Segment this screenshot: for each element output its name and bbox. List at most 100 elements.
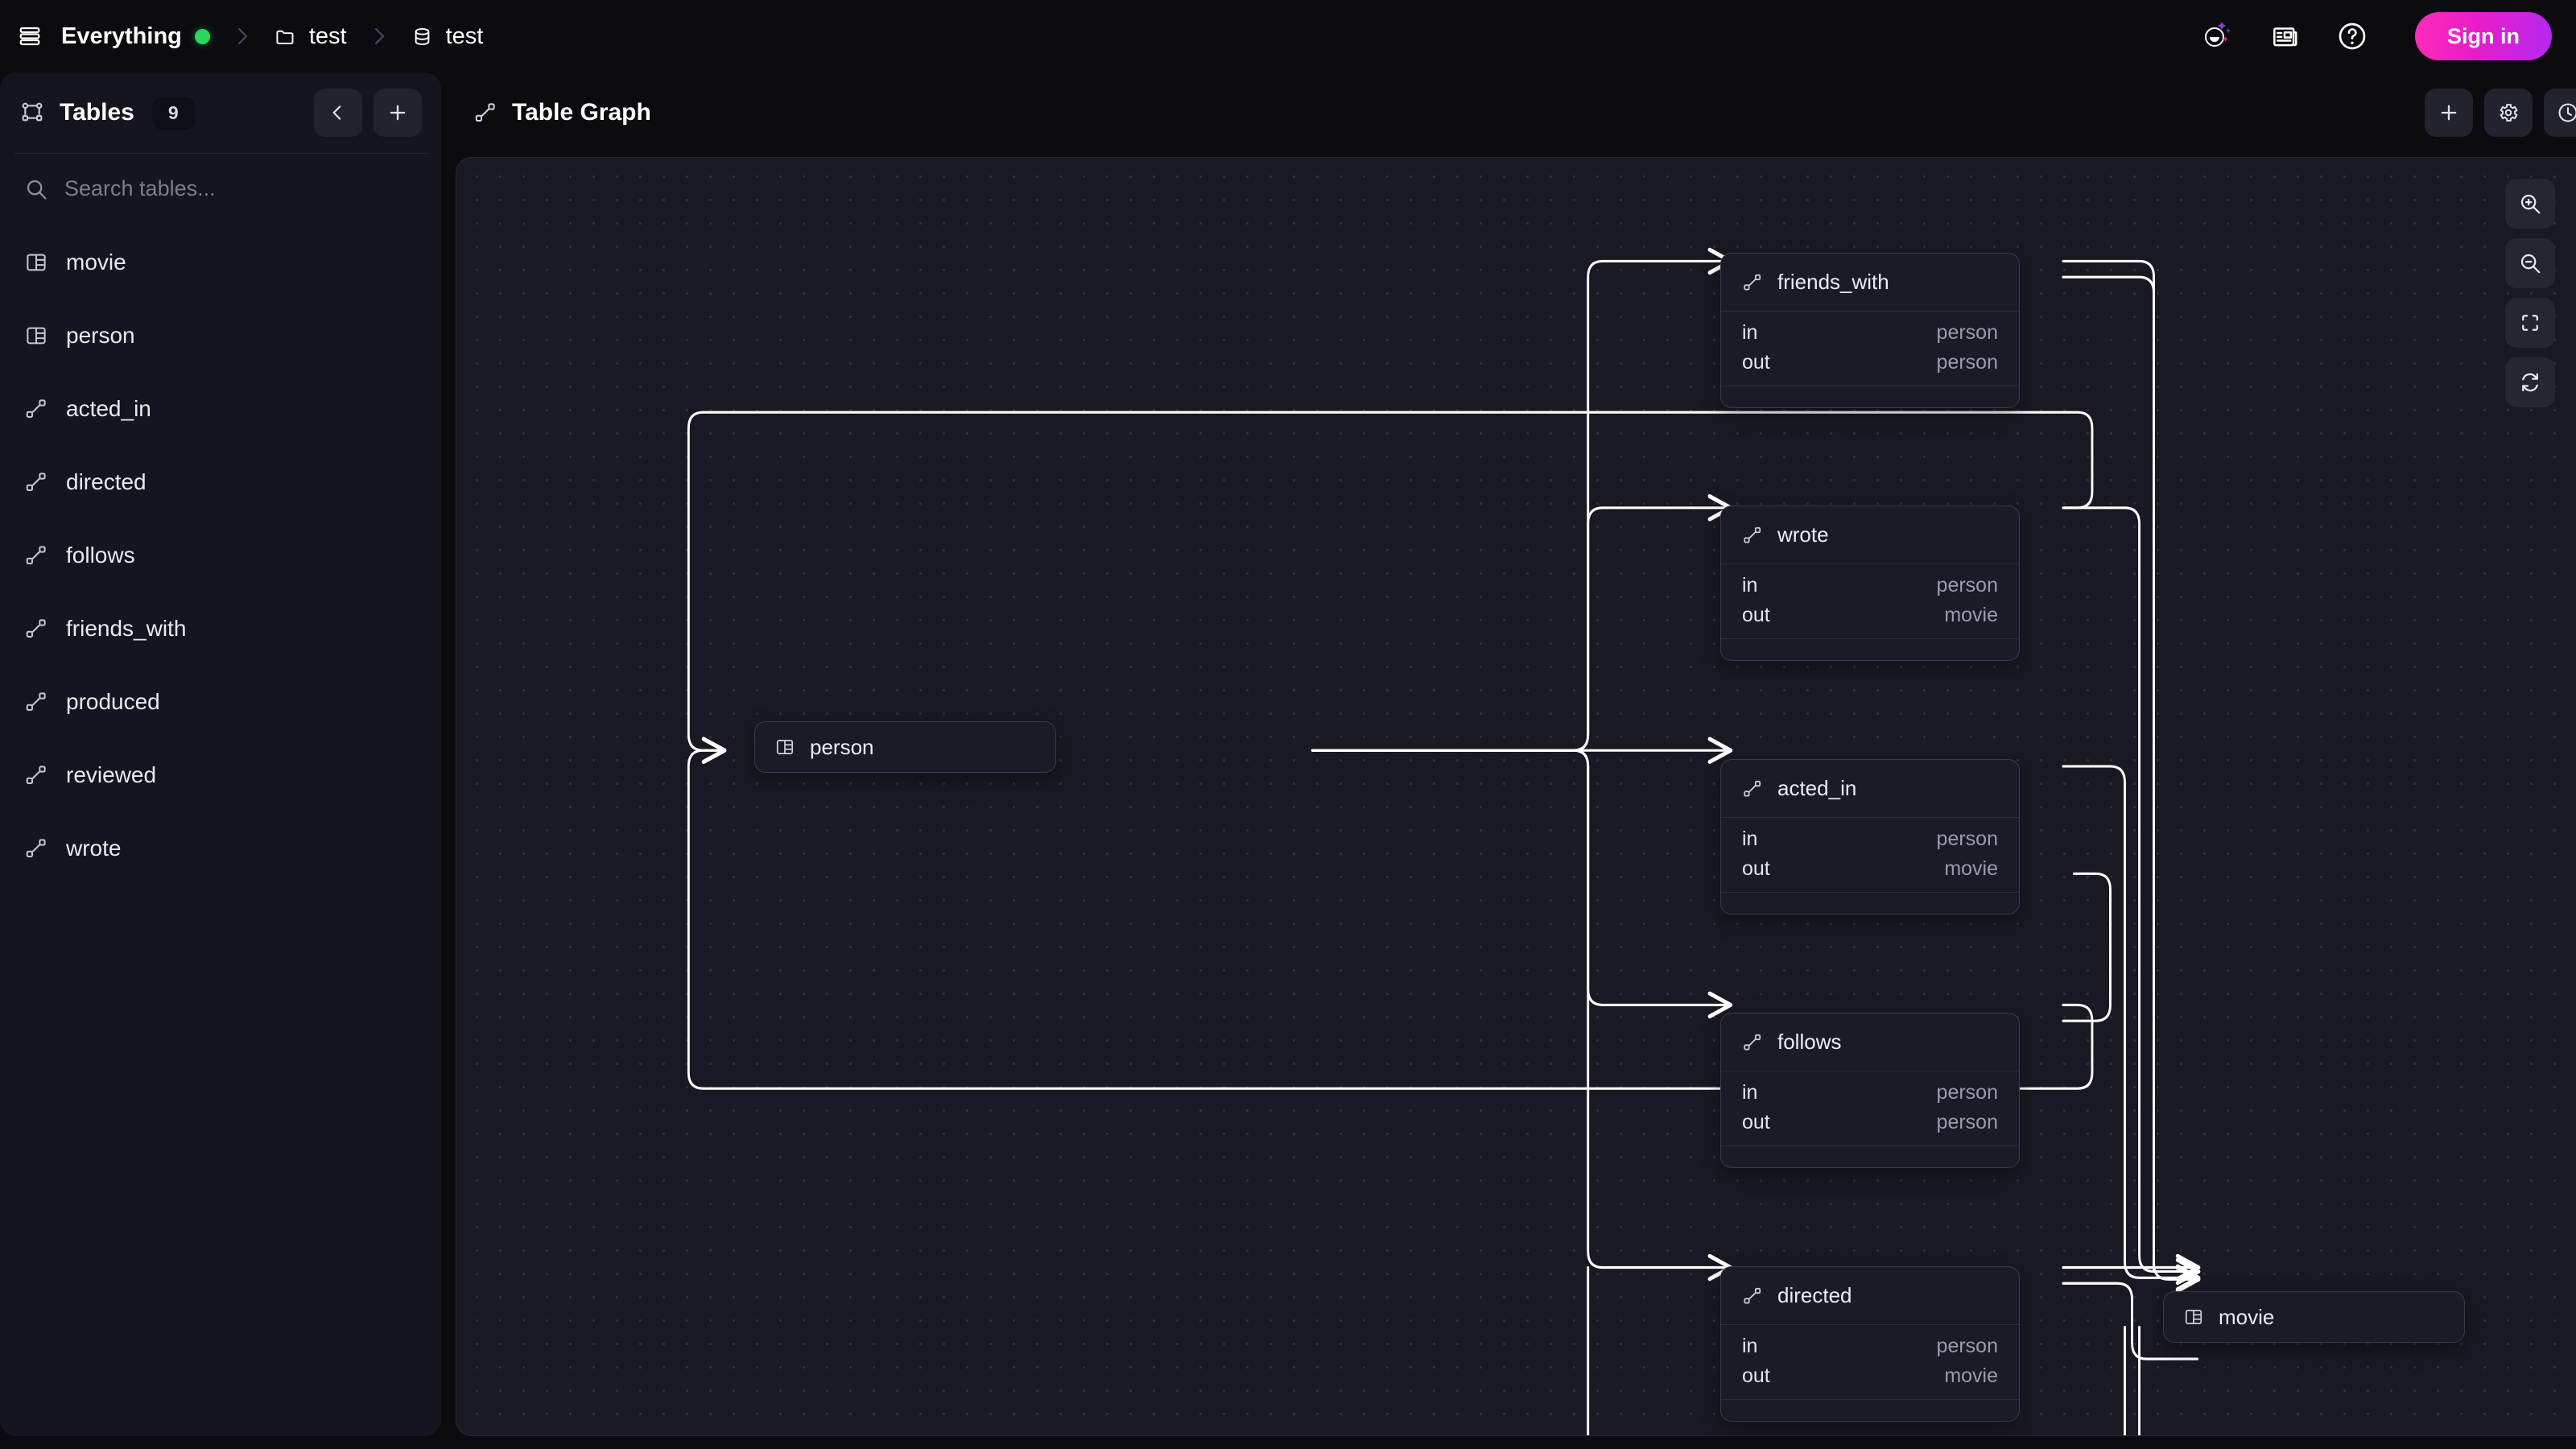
folder-icon bbox=[275, 26, 296, 47]
sidebar-item-reviewed[interactable]: reviewed bbox=[11, 738, 430, 811]
sidebar-item-produced[interactable]: produced bbox=[11, 665, 430, 738]
sidebar-item-label: friends_with bbox=[66, 615, 187, 641]
node-row-in: in person bbox=[1721, 1331, 2019, 1361]
field-key: in bbox=[1742, 1335, 1758, 1357]
relation-icon bbox=[24, 763, 48, 787]
field-value: movie bbox=[1944, 857, 1998, 880]
sidebar-item-wrote[interactable]: wrote bbox=[11, 811, 430, 885]
news-icon[interactable] bbox=[2262, 14, 2307, 59]
sidebar-item-label: person bbox=[66, 322, 135, 348]
relation-icon bbox=[1742, 778, 1763, 799]
hamburger-lines-icon[interactable] bbox=[18, 24, 42, 48]
field-key: out bbox=[1742, 1364, 1770, 1387]
gear-icon[interactable] bbox=[2484, 89, 2533, 137]
node-header: acted_in bbox=[1721, 760, 2019, 818]
help-icon[interactable] bbox=[2330, 14, 2375, 59]
panel-header: Table Graph bbox=[456, 72, 2576, 153]
relation-icon bbox=[24, 836, 48, 861]
panel-title: Table Graph bbox=[512, 99, 651, 126]
sidebar-item-label: reviewed bbox=[66, 762, 157, 787]
breadcrumb: Everything test tes bbox=[50, 17, 494, 56]
relation-icon bbox=[24, 470, 48, 494]
field-value: person bbox=[1936, 1335, 1998, 1357]
relation-icon bbox=[1742, 525, 1763, 546]
sidebar-item-person[interactable]: person bbox=[11, 299, 430, 372]
breadcrumb-label-database: test bbox=[445, 23, 484, 49]
chevron-right-icon-2 bbox=[358, 23, 400, 50]
add-node-button[interactable] bbox=[2425, 89, 2473, 137]
sidebar-count-badge: 9 bbox=[151, 96, 195, 130]
node-row-out: out movie bbox=[1721, 601, 2019, 630]
node-title: person bbox=[810, 734, 874, 759]
field-value: movie bbox=[1944, 604, 1998, 626]
top-bar: Everything test tes bbox=[0, 0, 2576, 72]
relation-icon bbox=[24, 397, 48, 421]
reset-layout-icon[interactable] bbox=[2505, 357, 2555, 407]
relation-icon bbox=[24, 543, 48, 568]
field-key: out bbox=[1742, 351, 1770, 374]
tables-list: movie person acted_in directed follows friend… bbox=[0, 219, 441, 885]
sidebar-item-label: acted_in bbox=[66, 395, 151, 421]
add-table-button[interactable] bbox=[374, 89, 422, 137]
relation-icon bbox=[1742, 1286, 1763, 1307]
breadcrumb-item-folder[interactable]: test bbox=[263, 17, 358, 56]
chevron-right-icon bbox=[221, 23, 263, 50]
sidebar-item-friends_with[interactable]: friends_with bbox=[11, 592, 430, 665]
field-value: person bbox=[1936, 1111, 1998, 1133]
node-header: friends_with bbox=[1721, 254, 2019, 312]
sidebar-item-movie[interactable]: movie bbox=[11, 225, 430, 299]
zoom-in-icon[interactable] bbox=[2505, 179, 2555, 229]
sidebar-item-label: wrote bbox=[66, 835, 122, 861]
graph-node-person[interactable]: person bbox=[754, 721, 1056, 773]
sidebar-item-follows[interactable]: follows bbox=[11, 518, 430, 592]
relation-icon bbox=[1742, 1032, 1763, 1053]
node-title: directed bbox=[1777, 1283, 1852, 1307]
breadcrumb-item-everything[interactable]: Everything bbox=[50, 17, 221, 56]
relation-icon bbox=[1742, 272, 1763, 293]
clock-icon[interactable] bbox=[2544, 89, 2576, 137]
field-value: person bbox=[1936, 574, 1998, 597]
field-key: out bbox=[1742, 604, 1770, 626]
node-footer bbox=[1721, 893, 2019, 914]
database-icon bbox=[411, 26, 433, 47]
field-value: person bbox=[1936, 321, 1998, 344]
graph-node-movie[interactable]: movie bbox=[2163, 1291, 2465, 1343]
fit-view-icon[interactable] bbox=[2505, 298, 2555, 348]
sidebar-item-label: movie bbox=[66, 249, 126, 275]
status-dot bbox=[194, 28, 210, 44]
node-header: follows bbox=[1721, 1013, 2019, 1071]
table-icon bbox=[24, 250, 48, 275]
sidebar-item-acted_in[interactable]: acted_in bbox=[11, 372, 430, 445]
zoom-out-icon[interactable] bbox=[2505, 238, 2555, 288]
node-title: movie bbox=[2219, 1304, 2275, 1329]
breadcrumb-item-database[interactable]: test bbox=[400, 17, 495, 56]
table-icon bbox=[774, 737, 795, 758]
node-header: movie bbox=[2164, 1292, 2464, 1342]
node-title: follows bbox=[1777, 1030, 1842, 1054]
sidebar-item-directed[interactable]: directed bbox=[11, 445, 430, 518]
search-row[interactable] bbox=[0, 154, 441, 219]
ai-assistant-icon[interactable] bbox=[2194, 14, 2240, 59]
field-value: person bbox=[1936, 828, 1998, 850]
sign-in-button[interactable]: Sign in bbox=[2415, 12, 2552, 60]
sidebar-item-label: directed bbox=[66, 469, 147, 494]
search-input[interactable] bbox=[64, 176, 417, 201]
breadcrumb-label-everything: Everything bbox=[61, 23, 182, 49]
collapse-sidebar-button[interactable] bbox=[314, 89, 362, 137]
